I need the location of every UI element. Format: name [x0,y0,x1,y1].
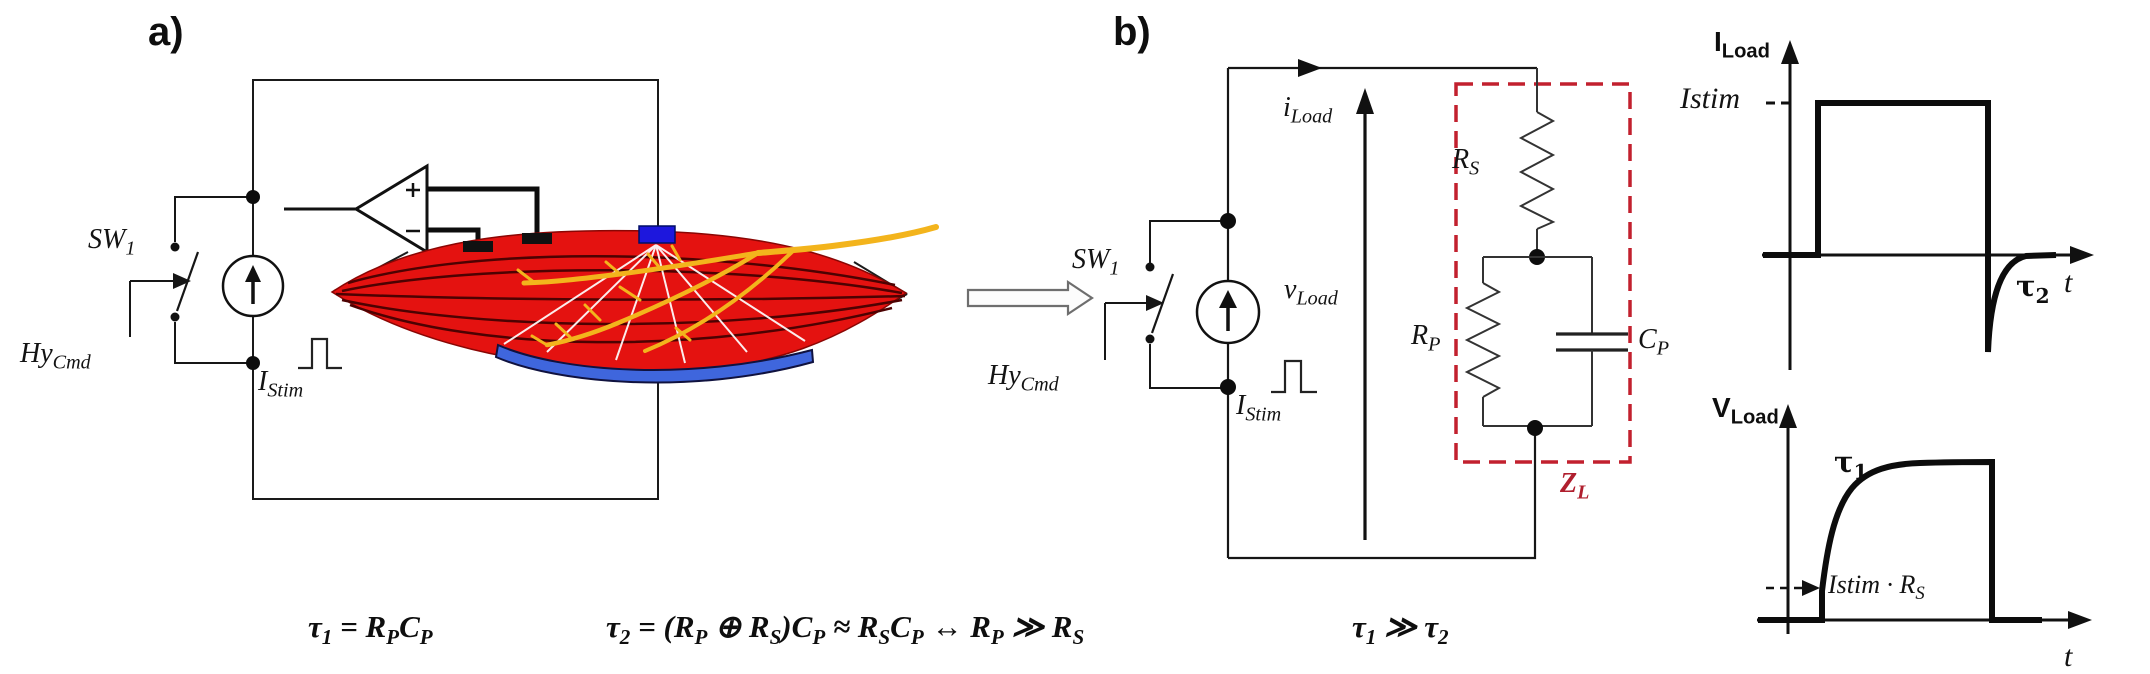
switch-b-lower-wire [1149,344,1228,389]
istim-b-label: IStim [1236,390,1282,426]
vload-plot-ylabel: VLoad [1712,392,1779,429]
opamp-plus-electrode-wire [427,186,540,236]
switch-b-lower-contact [1145,334,1155,344]
panel-b-tag: b) [1113,10,1151,54]
tau1-label: τ1 [1834,445,1868,484]
cp-label: CP [1638,324,1669,360]
iload-plot-xaxis-arrowhead-icon [2070,246,2094,264]
muscle-illustration [330,224,939,384]
hycmd-b-arrowhead-icon [1146,295,1164,311]
iload-plot-xlabel: t [2064,266,2073,299]
rp-label: RP [1411,320,1441,356]
panel-a-circuit [129,79,659,500]
tau2-label: τ2 [2016,269,2050,308]
plot-iload [1762,40,2094,370]
node-b-bottom [1220,379,1236,395]
vload-plot-xaxis-arrowhead-icon [2068,611,2092,629]
sense-electrode-pad [522,233,552,244]
electrode-band-bottom [494,343,815,384]
current-source-b-arrowhead-icon [1219,290,1237,308]
vload-waveform [1758,458,2042,623]
opamp-triangle [353,163,429,255]
switch-a-upper-wire [174,196,253,242]
rs-label: RS [1452,144,1480,180]
istim-rs-step-label: Istim · RS [1828,570,1925,605]
hycmd-b-label: HyCmd [988,360,1059,396]
switch-a-lower-contact [170,312,180,322]
formula-tau2: τ2 = (RP ⊕ RS)CP ≈ RSCP ↔ RP ≫ RS [606,609,1085,650]
node-b-top [1220,213,1236,229]
sense-electrode-pad [463,241,493,252]
panel-b-circuit [1104,59,1632,560]
switch-b-upper-wire [1149,220,1228,263]
hycmd-a-label: HyCmd [20,338,91,374]
wire-b-bottom [1228,434,1537,560]
formula-tau-compare: τ1 ≫ τ2 [1352,609,1449,650]
panel-a-tag: a) [148,10,184,54]
iload-waveform [1763,100,2057,353]
switch-b-upper-contact [1145,262,1155,272]
current-source-a-arrowhead-icon [245,265,261,282]
iload-label: iLoad [1283,92,1333,128]
iload-plot-yaxis-arrowhead-icon [1781,40,1799,64]
node-a-top [246,190,260,204]
step-pointer-arrowhead-icon [1802,580,1820,596]
hycmd-a-arrowhead-icon [173,273,191,289]
zl-label: ZL [1560,468,1590,504]
switch-a-upper-contact [170,242,180,252]
resistor-rp [1464,282,1502,398]
node-parallel-bottom [1527,420,1543,436]
current-direction-arrowhead-icon [1298,59,1322,77]
nerve-branches [516,224,939,353]
muscle-fiber-lines [335,255,906,344]
impedance-box-outline [1454,82,1632,464]
sw1-b-label: SW1 [1072,244,1120,280]
electrode-top [638,225,676,244]
pulse-glyph-b-icon [1271,359,1317,394]
equivalence-arrow-icon [966,279,1094,317]
iload-plot-ylabel: ILoad [1714,26,1770,63]
istim-a-label: IStim [258,366,304,402]
vload-label: vLoad [1284,274,1338,310]
pulse-glyph-a-icon [298,337,342,370]
node-a-bottom [246,356,260,370]
switch-a-lower-wire [174,322,253,364]
nerve-twigs [516,244,692,347]
vload-plot-yaxis-arrowhead-icon [1779,404,1797,428]
resistor-rs [1518,111,1556,230]
formula-tau1: τ1 = RPCP [308,609,433,650]
istim-level-label: Istim [1680,82,1740,115]
sw1-a-label: SW1 [88,224,136,260]
iload-arrowhead-icon [1356,88,1374,114]
plot-vload [1757,404,2092,634]
vload-plot-xlabel: t [2064,640,2073,673]
